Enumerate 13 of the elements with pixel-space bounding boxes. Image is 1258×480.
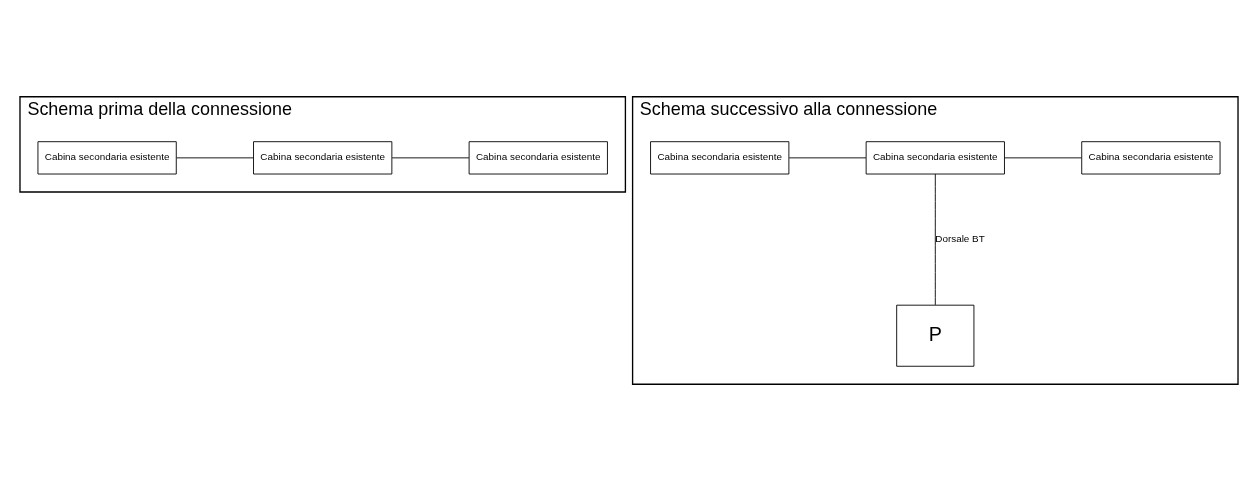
connector: [391, 156, 470, 158]
node-box: Cabina secondaria esistente: [1081, 140, 1221, 174]
node-box: P: [896, 304, 975, 367]
connector: [934, 173, 936, 305]
connector: [176, 156, 254, 158]
node-box: Cabina secondaria esistente: [468, 140, 608, 174]
node-box: Cabina secondaria esistente: [253, 140, 393, 174]
node-box: Cabina secondaria esistente: [650, 140, 790, 174]
node-box: Cabina secondaria esistente: [865, 140, 1005, 174]
connector: [788, 156, 867, 158]
node-box: Cabina secondaria esistente: [37, 140, 177, 174]
connector: [1004, 156, 1082, 158]
edge-label: Dorsale BT: [935, 232, 985, 244]
